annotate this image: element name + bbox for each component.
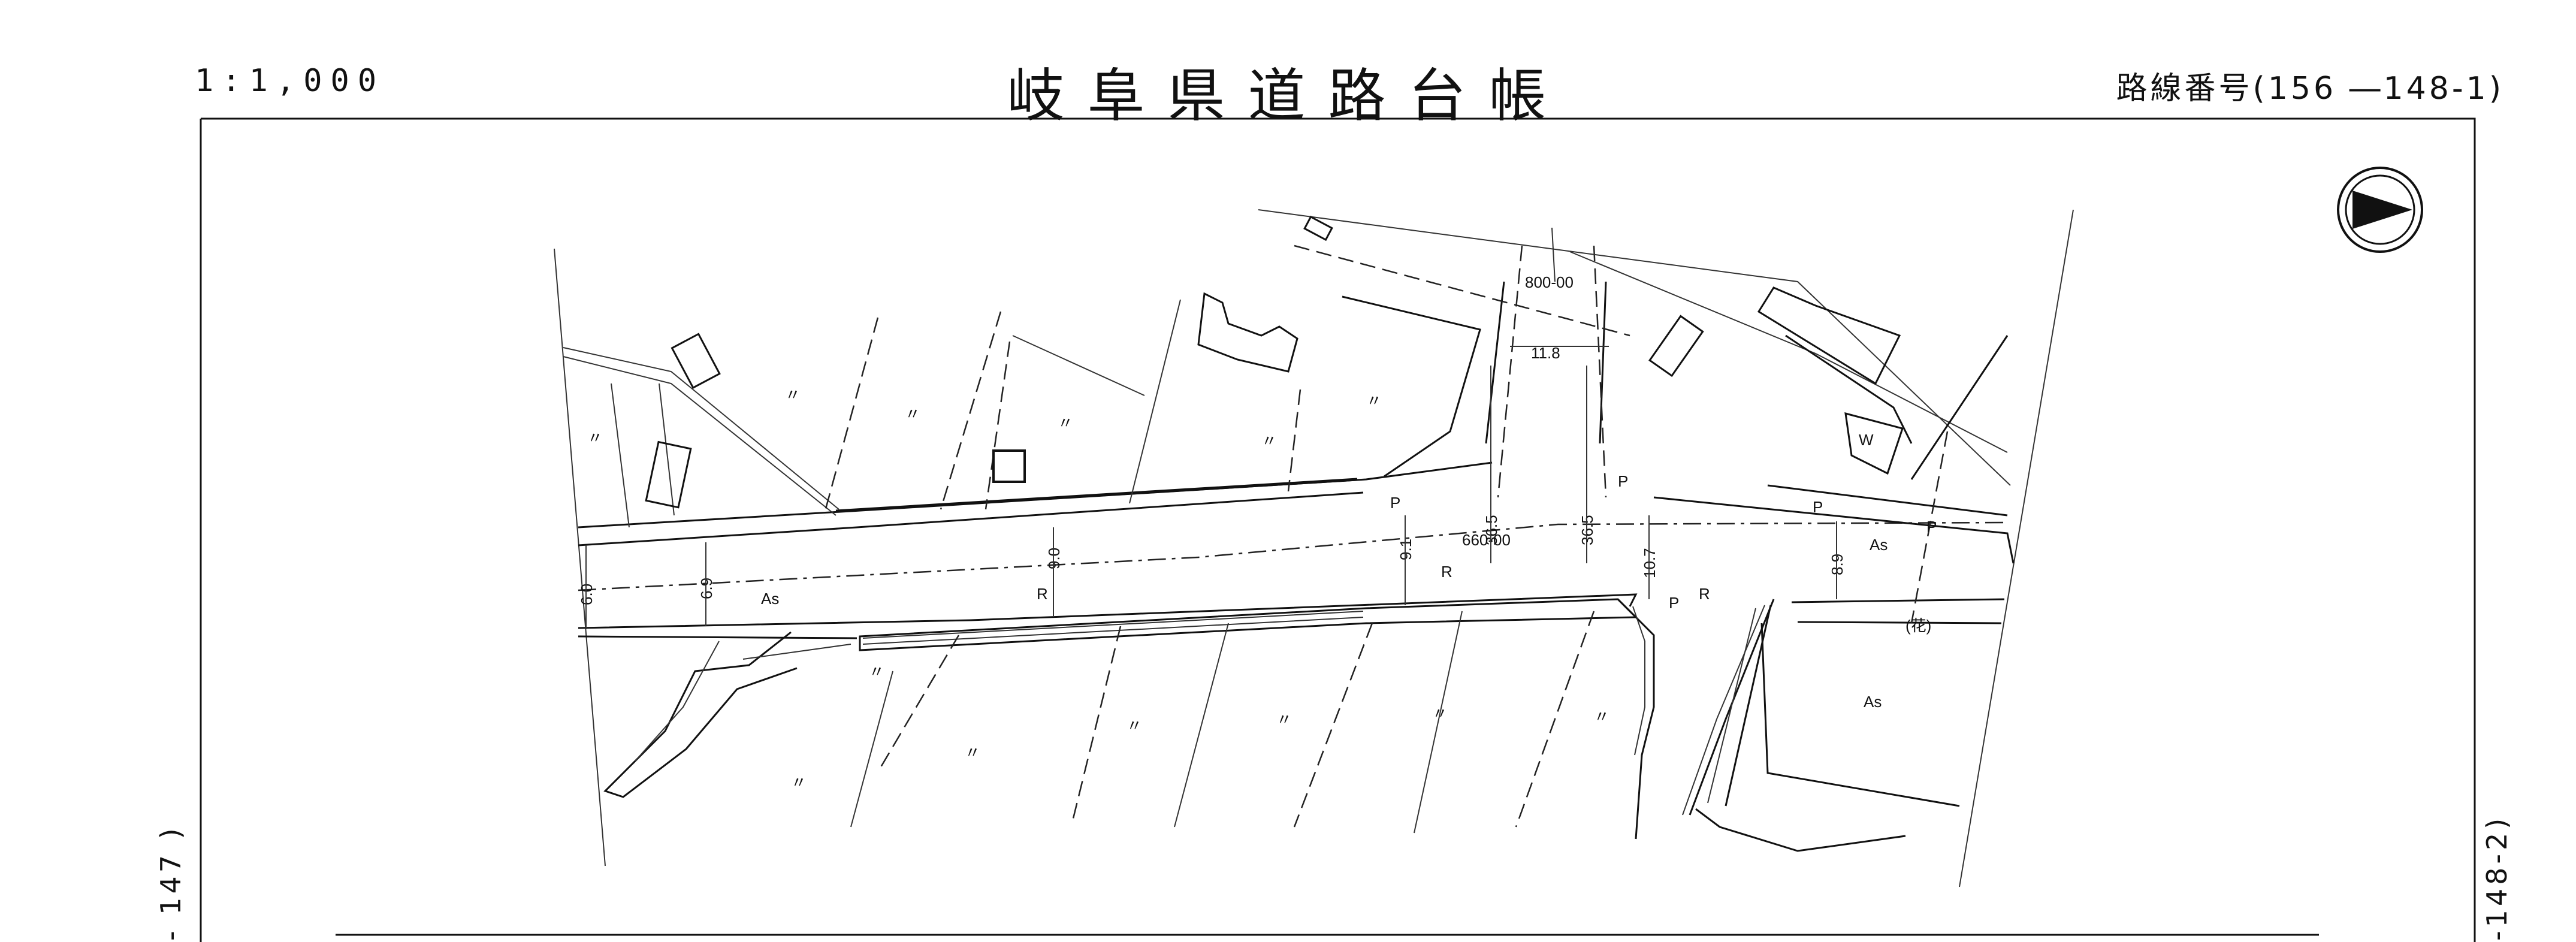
parcel-mark-8: 〃 — [965, 744, 980, 762]
parcel-mark-11: 〃 — [1432, 705, 1448, 723]
lane-p-2: P — [1618, 472, 1628, 490]
parcel-mark-12: 〃 — [1594, 708, 1609, 726]
main-road — [578, 461, 2015, 639]
parcel-mark-10: 〃 — [1276, 711, 1292, 729]
lane-r-2: R — [1441, 563, 1452, 581]
dimension-arrows — [585, 346, 1837, 629]
water-mark: W — [1859, 431, 1874, 449]
sidewalk-block-strip — [859, 598, 1775, 840]
map-boundary-left — [554, 248, 606, 866]
cross-street — [1485, 227, 1607, 498]
surface-as-lot: As — [1864, 693, 1882, 711]
parcel-mark-5: 〃 — [1261, 432, 1277, 450]
lane-p-3: P — [1669, 594, 1679, 612]
lane-p-5: P — [1813, 498, 1823, 516]
parcel-mark-9: 〃 — [1127, 717, 1142, 735]
embankment — [603, 631, 851, 798]
north-arrow-icon — [2337, 167, 2423, 253]
flower-bed-mark: (花) — [1905, 617, 1931, 635]
buildings — [645, 215, 1904, 509]
parcel-mark-6: 〃 — [1366, 392, 1382, 410]
parcel-mark-13: 〃 — [791, 774, 807, 792]
map-boundary-right — [1959, 209, 2074, 887]
right-parking — [1707, 605, 1772, 807]
parcel-mark-3: 〃 — [905, 405, 920, 423]
lane-p-4: P — [1926, 518, 1937, 536]
sheet-frame — [200, 117, 2476, 942]
lane-r-1: R — [1037, 585, 1048, 603]
route-number: 路線番号(156 ―148-1) — [2116, 71, 2504, 107]
station-upper: 800-00 — [1525, 273, 1574, 291]
station-lower: 660-00 — [1462, 531, 1511, 549]
lane-r-3: R — [1699, 585, 1710, 603]
map-scale: 1:1,000 — [195, 63, 385, 99]
parcel-mark-1: 〃 — [785, 386, 801, 404]
parcel-mark-4: 〃 — [1058, 414, 1073, 432]
parcel-lines — [563, 209, 2011, 624]
lower-parcel-lines — [850, 611, 1960, 852]
parcel-mark-7: 〃 — [869, 663, 884, 681]
parcel-mark-2: 〃 — [587, 429, 603, 447]
surface-as-right: As — [1870, 536, 1888, 554]
lane-p-1: P — [1390, 494, 1400, 512]
surface-as-main: As — [761, 590, 779, 608]
